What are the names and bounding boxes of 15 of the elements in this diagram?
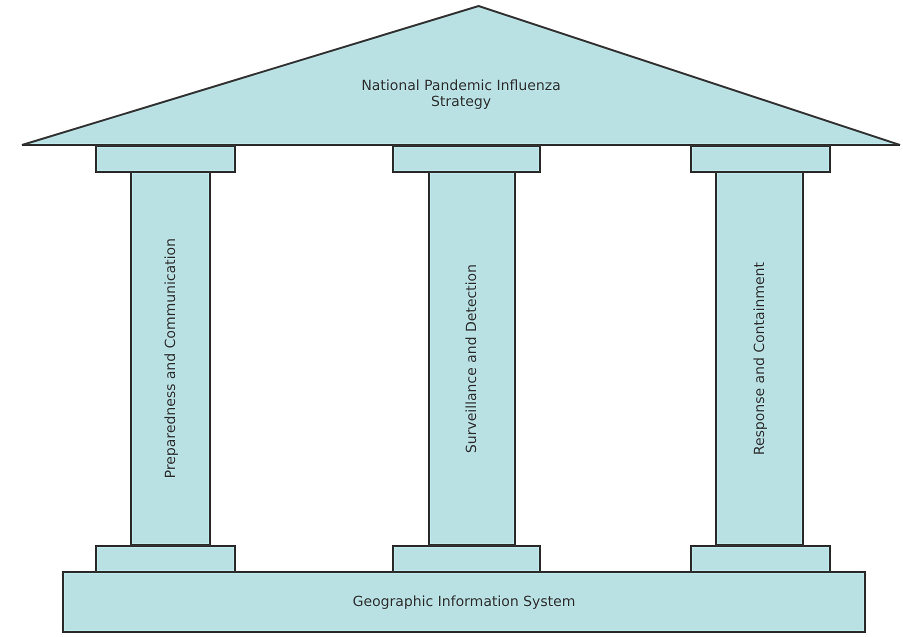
plinth-block <box>690 545 831 573</box>
pillar-label: Response and Containment <box>752 262 768 456</box>
plinth-block <box>392 545 541 573</box>
capital-block <box>392 145 541 173</box>
pillar <box>715 171 804 546</box>
pillar-label: Preparedness and Communication <box>162 238 178 479</box>
pillar <box>130 171 211 546</box>
base-block <box>62 571 866 633</box>
capital-block <box>690 145 831 173</box>
capital-block <box>95 145 236 173</box>
plinth-block <box>95 545 236 573</box>
roof-label: National Pandemic Influenza Strategy <box>360 78 562 110</box>
base-label: Geographic Information System <box>352 594 576 610</box>
pillar-label: Surveillance and Detection <box>464 264 480 454</box>
pillar <box>428 171 516 546</box>
